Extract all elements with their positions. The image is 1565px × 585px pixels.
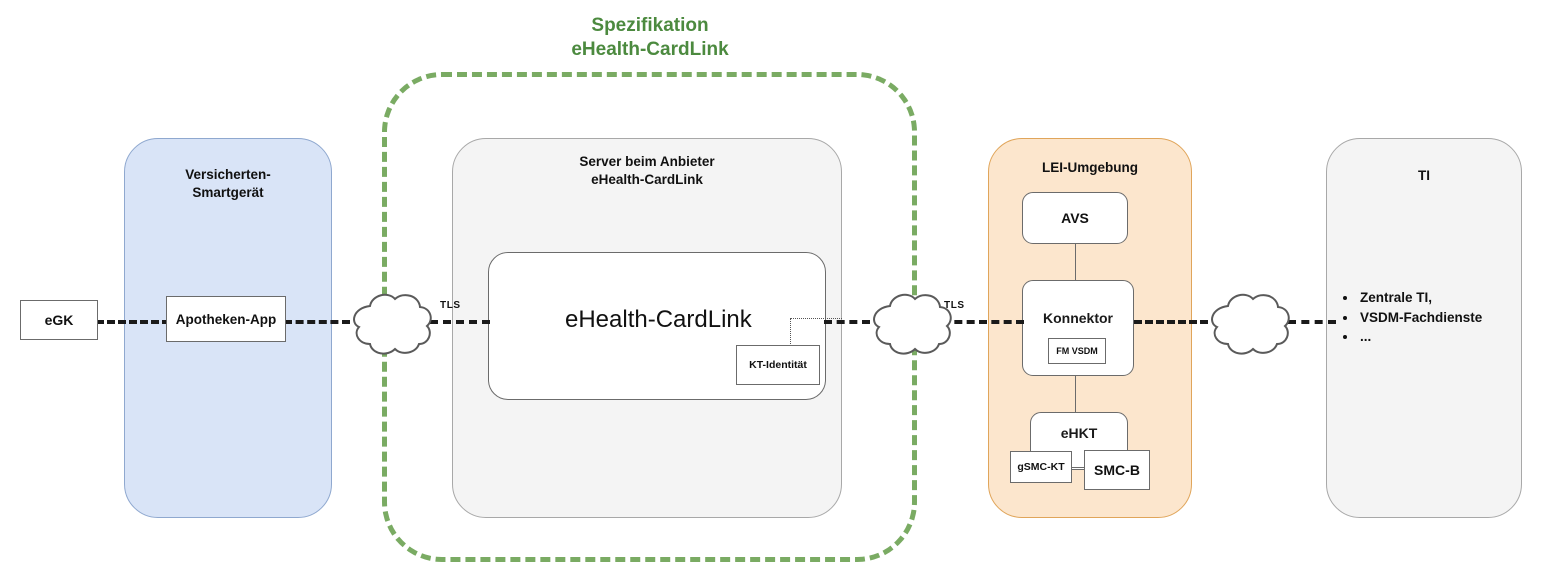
tls-label-right: TLS: [944, 300, 965, 311]
node-kt-identitaet: KT-Identität: [736, 345, 820, 385]
ti-bullet-list: Zentrale TI, VSDM-Fachdienste ...: [1342, 288, 1538, 347]
gsmc-kt-smc-b-connector: [1072, 467, 1086, 468]
network-cloud-icon: [864, 286, 956, 363]
konnektor-ehkt-connector: [1075, 376, 1076, 412]
ti-bullet-item: VSDM-Fachdienste: [1358, 308, 1538, 328]
panel-versicherten-smartgeraet: Versicherten- Smartgerät: [124, 138, 332, 518]
node-apotheken-app: Apotheken-App: [166, 296, 286, 342]
ehealth-cardlink-label: eHealth-CardLink: [565, 306, 752, 333]
link-konnektor-to-cloud3: [1134, 320, 1208, 324]
panel-smartgeraet-title-line1: Versicherten-: [185, 167, 271, 182]
panel-lei-umgebung-title: LEI-Umgebung: [1042, 160, 1138, 175]
network-cloud-icon: [1202, 286, 1294, 363]
node-avs: AVS: [1022, 192, 1128, 244]
specification-title-line2: eHealth-CardLink: [571, 38, 729, 60]
link-cloud3-to-ti: [1288, 320, 1336, 324]
network-cloud-icon: [344, 286, 436, 363]
panel-ti-title: TI: [1418, 168, 1430, 183]
node-ehkt-label: eHKT: [1060, 425, 1098, 441]
link-server-to-cloud2: [824, 320, 870, 324]
node-fm-vsdm: FM VSDM: [1048, 338, 1106, 364]
specification-title: Spezifikation eHealth-CardLink: [482, 14, 818, 62]
panel-ti: TI: [1326, 138, 1522, 518]
kt-identitaet-connector-horizontal: [790, 318, 842, 319]
panel-server-title-line1: Server beim Anbieter: [579, 154, 715, 169]
link-cloud2-to-konnektor: [942, 320, 1024, 324]
tls-label-left: TLS: [440, 300, 461, 311]
link-app-to-cloud1: [284, 320, 350, 324]
ti-bullet-item: Zentrale TI,: [1358, 288, 1538, 308]
node-gsmc-kt: gSMC-KT: [1010, 451, 1072, 483]
avs-konnektor-connector: [1075, 244, 1076, 280]
node-smc-b: SMC-B: [1084, 450, 1150, 490]
ti-bullet-item: ...: [1358, 327, 1538, 347]
panel-server-title-line2: eHealth-CardLink: [591, 172, 703, 188]
node-egk: eGK: [20, 300, 98, 340]
link-egk-to-app: [96, 320, 170, 324]
kt-identitaet-connector-vertical: [790, 318, 791, 348]
panel-smartgeraet-title-line2: Smartgerät: [192, 185, 264, 201]
node-konnektor-label: Konnektor: [1043, 310, 1113, 326]
panel-server-anbieter-title: Server beim Anbieter eHealth-CardLink: [453, 153, 841, 189]
panel-versicherten-smartgeraet-title: Versicherten- Smartgerät: [125, 166, 331, 202]
link-cloud1-to-server: [430, 320, 490, 324]
specification-title-line1: Spezifikation: [591, 15, 709, 36]
